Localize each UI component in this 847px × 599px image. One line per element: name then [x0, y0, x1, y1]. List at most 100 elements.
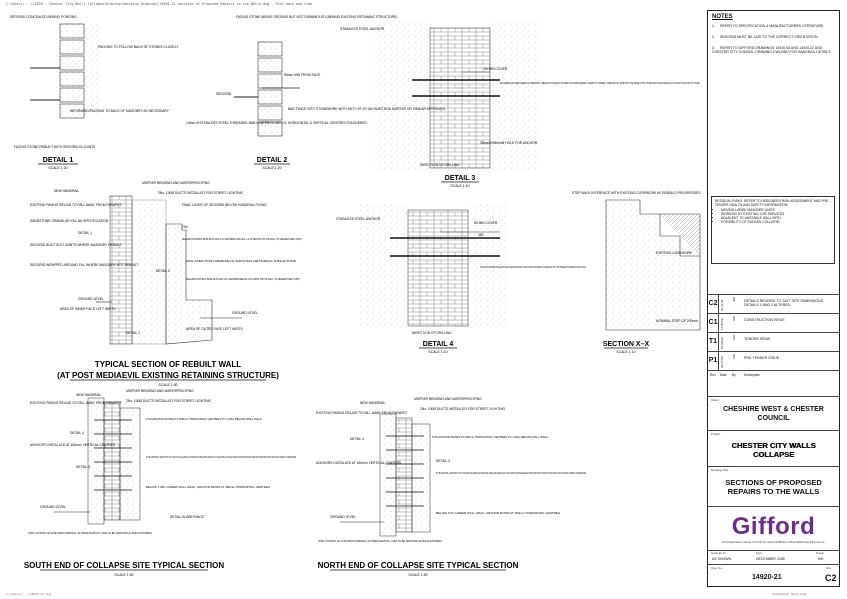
- scale-label: Scale @ A1: [711, 551, 726, 555]
- detail-4-note-3: 300: [478, 233, 484, 237]
- revision-by: MH: [732, 316, 736, 321]
- detail-2-note-4: BAR TWICE INTO STONEWORK WITH HILTI HIT-…: [288, 107, 446, 111]
- section-x-x-note-1: STEP BACK INTERFACE WITH EXISTING COREWO…: [572, 191, 701, 195]
- revision-description: TENDER ISSUE: [744, 337, 771, 341]
- note-2: 2.SEGGRID MUST BE LAID TO THE CORRECT OR…: [712, 35, 832, 39]
- revision-date: 03.11.09: [720, 299, 724, 311]
- typical-note-6: SANDSTONE GRANULAR FILL AS SPECIFICATION: [30, 219, 109, 223]
- note-1-number: 1.: [712, 24, 715, 28]
- revision-date: 11.09.09: [720, 318, 724, 330]
- south-note-12: VOID LOCATED ON SITE FROM OPENING UP INV…: [28, 531, 152, 535]
- revision-description: DETAILS REVISED TO SUIT SITE DIMENSIONS,…: [744, 299, 825, 307]
- north-note-5: DETAIL 4: [350, 437, 364, 441]
- section-x-x-scale: SCALE 1:10: [616, 350, 635, 354]
- typical-note-12: DETAIL 2: [156, 269, 170, 273]
- revision-code: C1: [708, 314, 719, 332]
- north-note-4: EXISTING PAVING RELAID TO FALL AWAY FROM…: [316, 411, 408, 415]
- south-scale: SCALE 1:50: [114, 573, 133, 577]
- north-note-11: BELOW 3.5m UNDER WALL WALK, ANCHOR ROWS …: [436, 511, 560, 515]
- risk-item: ADJACENT TO UNSTABLE WALL WITH: [721, 216, 831, 220]
- typical-note-16: AREA OF INNER FACE LEFT INSITU: [60, 307, 116, 311]
- revision-description: PRE-TENDER ISSUE: [744, 356, 780, 360]
- detail-3-note-1: STAINLESS STEEL ANCHOR: [340, 27, 385, 31]
- north-note-2: MORTAR BEDDING AND WATERPROOFING: [414, 397, 482, 401]
- detail-1: DETAIL 1 SCALE 1:20 SEGGRID CONCEALED BE…: [10, 15, 179, 170]
- detail-3-note-2: 50 MIN COVER: [484, 67, 508, 71]
- south-note-10: BELOW 1.05m UNDER WALL WALK, ANCHOR ROWS…: [146, 485, 270, 489]
- typical-note-10: SEGGRID BUILT INTO JOINTS WHERE MASONRY …: [30, 243, 122, 247]
- detail-2: DETAIL 2 SCALE 1:20 FACING STONE ABOVE G…: [186, 15, 446, 170]
- typical-note-17: AREA OF OUTER FACE LEFT INSITU: [186, 327, 244, 331]
- company-box: Gifford 20 Nicholas Street, Chester CH1 …: [708, 506, 839, 551]
- meta-row: Scale @ A1 AS SHOWN Date DECEMBER 2008 D…: [708, 550, 839, 565]
- note-2-text: SEGGRID MUST BE LAID TO THE CORRECT ORIE…: [720, 35, 819, 39]
- title-block: NOTES 1.REFER TO SPECIFICATION & MANUFAC…: [707, 10, 840, 587]
- revision-code: P1: [708, 352, 719, 370]
- detail-3-note-3: 65mmØ/80mmØ CORE CAREFULLY REMOVED, LABE…: [500, 81, 700, 85]
- south-note-13: DETAIL IN ABEYANCE: [170, 515, 205, 519]
- client-label: Client: [711, 398, 719, 402]
- south-note-8: DETAIL 3: [76, 465, 90, 469]
- south-note-1: NEW HANDRAIL: [76, 393, 101, 397]
- detail-2-note-2: 50mm MIN FROM FACE: [284, 73, 321, 77]
- project-name: CHESTER CITY WALLS COLLAPSE: [731, 441, 816, 459]
- typical-subtitle: (AT POST MEDIAEVIL EXISTING RETAINING ST…: [57, 371, 279, 380]
- drawn-value: MH: [818, 557, 824, 561]
- typical-note-18: DETAIL 1: [126, 331, 140, 335]
- south-note-6: DETAIL 4: [70, 431, 84, 435]
- current-revision: C2: [825, 573, 837, 583]
- typical-scale: SCALE 1:50: [158, 383, 177, 387]
- detail-1-note-1: SEGGRID CONCEALED BEHIND POINTING: [10, 15, 77, 19]
- typical-note-2: MORTAR BEDDING AND WATERPROOFING: [142, 181, 210, 185]
- detail-1-scale: SCALE 1:20: [48, 166, 67, 170]
- project-box: Project CHESTER CITY WALLS COLLAPSE: [708, 430, 839, 467]
- section-x-x-note-2: EXISTING COREWORK: [656, 251, 693, 255]
- south-note-9: DYTEC ANCHORS, LENGTHS TO SUIT LOCATION …: [146, 455, 296, 459]
- company-address: 20 Nicholas Street, Chester CH1 2NX Tel:…: [722, 541, 825, 544]
- north-note-12: VOID LOCATED ON SITE FROM OPENING UP INV…: [318, 539, 442, 543]
- revision-code: T1: [708, 333, 719, 351]
- revision-date: 01.09.09: [720, 337, 724, 349]
- detail-1-title: DETAIL 1: [43, 157, 74, 164]
- detail-1-note-4: FACING STONE REBUILT WITH SEGGRID IN JOI…: [14, 145, 96, 149]
- drawing-number: 14920-21: [752, 574, 782, 581]
- typical-note-15: GROUND LEVEL: [78, 297, 104, 301]
- company-logo: Gifford: [731, 513, 816, 540]
- typical-note-5: EXISTING PAVING RELAID TO FALL AWAY FROM…: [30, 203, 122, 207]
- revision-by: MH: [732, 354, 736, 359]
- typical-note-13: SEGGRID FORTRAC 80/30-20 AT MAX 0.5m CEN…: [186, 277, 300, 281]
- note-3-number: 3.: [712, 46, 715, 50]
- section-x-x-title: SECTION X–X: [603, 341, 650, 348]
- detail-2-note-3: SEGGRID: [216, 92, 232, 96]
- north-note-10: GROUND LEVEL: [330, 515, 356, 519]
- risk-item: WORKING BY EXISTING LIVE SERVICES: [721, 212, 831, 216]
- note-3: 3.REFER TO GIFFORD DRAWINGS 14920-05 AND…: [712, 46, 832, 55]
- north-section: NORTH END OF COLLAPSE SITE TYPICAL SECTI…: [316, 397, 586, 577]
- revision-label: Rev: [826, 566, 831, 570]
- notes-heading: NOTES: [712, 14, 733, 20]
- drawn-label: Drawn: [816, 551, 825, 555]
- detail-4-note-5: DIRECTION OF DRILLING: [412, 331, 452, 335]
- note-1: 1.REFER TO SPECIFICATION & MANUFACTURERS…: [712, 24, 832, 28]
- risk-item: MOVING LARGE MASONRY UNITS: [721, 208, 831, 212]
- north-note-1: NEW HANDRAIL: [360, 401, 385, 405]
- date-column-header: Date: [720, 373, 727, 377]
- drawing-number-row: Dwg. No. 14920-21 Rev C2: [708, 564, 839, 587]
- south-note-7: ANCHORS INSTALLED AT 450mm VERTICAL CENT…: [30, 443, 116, 447]
- residual-risks-box: RESIDUAL RISKS. REFER TO DESIGNERS RISK …: [711, 196, 835, 264]
- project-label: Project: [711, 432, 721, 436]
- client-box: Client CHESHIRE WEST & CHESTER COUNCIL: [708, 396, 839, 431]
- south-note-11: GROUND LEVEL: [40, 505, 66, 509]
- detail-4: DETAIL 4 SCALE 1:10 STAINLESS STEEL ANCH…: [336, 204, 586, 354]
- residual-risks-text: RESIDUAL RISKS. REFER TO DESIGNERS RISK …: [715, 199, 830, 207]
- typical-note-9: SEGGRID FORTRAC 80/30-20 AT MAX 0.5m CEN…: [182, 237, 302, 241]
- detail-2-scale: SCALE 1:20: [262, 166, 281, 170]
- south-section: SOUTH END OF COLLAPSE SITE TYPICAL SECTI…: [24, 389, 296, 577]
- scale-value: AS SHOWN: [712, 557, 732, 561]
- detail-1-note-2: PACKING TO FOLLOW BACK OF STONES CLOSELY: [98, 45, 179, 49]
- revision-by: MH: [732, 335, 736, 340]
